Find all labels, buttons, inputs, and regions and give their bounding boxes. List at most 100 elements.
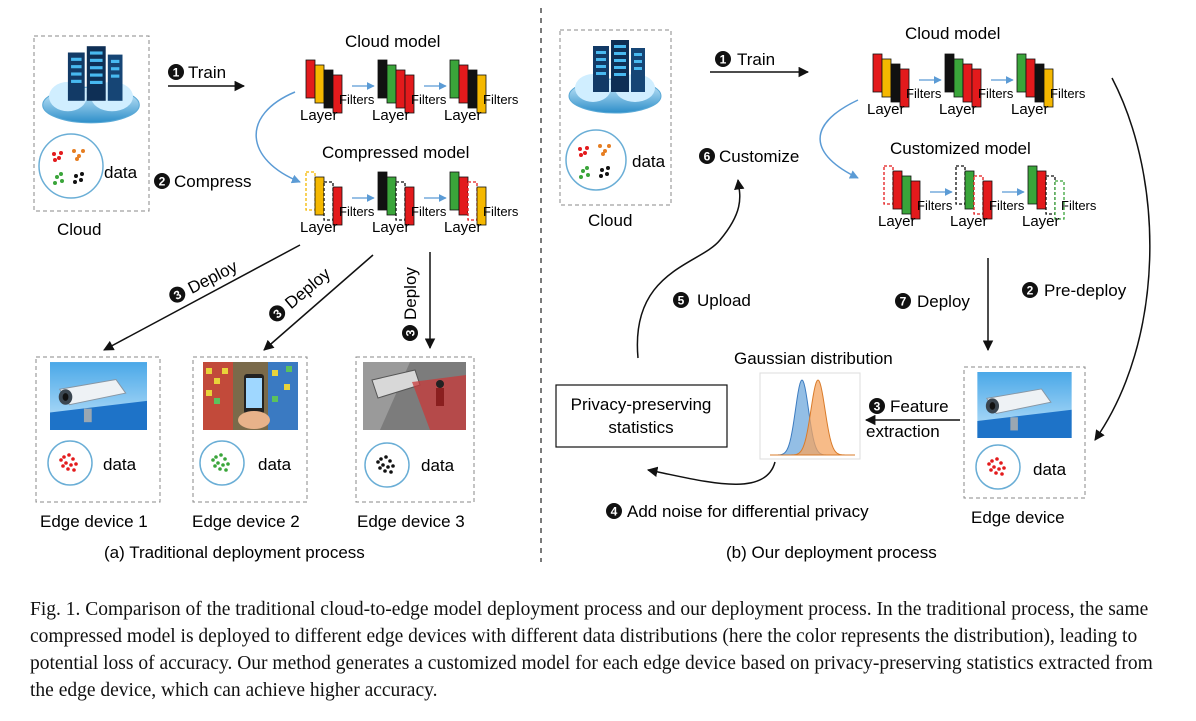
svg-text:6: 6 [704, 150, 711, 164]
step-3-badge-b [869, 398, 885, 414]
filter-card [1016, 53, 1027, 93]
layer-label: Layer [1011, 101, 1049, 118]
cloud-data-dots [52, 149, 85, 185]
compress-label: Compress [174, 172, 251, 191]
svg-text:Deploy: Deploy [281, 264, 334, 313]
step-2-badge-b [1022, 282, 1038, 298]
filters-label: Filters [978, 86, 1014, 101]
deploy-label-b: Deploy [917, 292, 970, 311]
svg-text:2: 2 [159, 175, 166, 189]
feature-label: Feature [890, 397, 949, 416]
step-4-badge [606, 503, 622, 519]
edge-device-1-label: Edge device 1 [40, 512, 148, 531]
filter-card [1027, 165, 1038, 205]
cloud-server-icon [42, 45, 140, 124]
add-noise-arrow [646, 461, 776, 485]
deploy-label-2: 3 Deploy [269, 264, 334, 322]
filter-card [332, 186, 343, 226]
panel-b: data Cloud 1 Train 6 Customize Cloud mod… [555, 24, 1151, 562]
filter-card [314, 176, 325, 216]
filters-label: Filters [339, 92, 375, 107]
filter-card [467, 69, 478, 109]
filter-card [1034, 63, 1045, 103]
pre-deploy-arrow [1094, 77, 1151, 441]
privacy-line-1: Privacy-preserving [571, 395, 712, 414]
cloud-model-title: Cloud model [345, 32, 440, 51]
gaussian-title: Gaussian distribution [734, 349, 893, 368]
cloud-b-data-dots [578, 144, 611, 179]
privacy-line-2: statistics [608, 418, 673, 437]
cloud-b-data-circle [565, 129, 627, 191]
layer-label: Layer [878, 213, 916, 230]
layer-label: Layer [867, 101, 905, 118]
svg-text:7: 7 [900, 295, 907, 309]
filter-card [1043, 68, 1054, 108]
svg-text:Deploy: Deploy [401, 267, 420, 320]
panel-a: data Cloud 1 Train Cloud model LayerFilt… [33, 32, 519, 562]
svg-text:data: data [1033, 460, 1067, 479]
subcaption-b: (b) Our deployment process [726, 543, 937, 562]
surveillance-image [363, 362, 466, 430]
filter-card [962, 63, 973, 103]
step-6-badge [699, 148, 715, 164]
layer-label: Layer [444, 219, 482, 236]
edge1-data-dots [59, 453, 78, 472]
security-camera-image-b [976, 372, 1073, 438]
step-1-badge-b [715, 51, 731, 67]
edge-device-3-box [355, 356, 475, 503]
edge-device-1-box [35, 356, 161, 503]
filter-card [305, 171, 316, 211]
filters-label: Filters [1050, 86, 1086, 101]
deploy-arrow-1 [103, 244, 301, 351]
filter-card [404, 186, 415, 226]
filter-card [476, 186, 487, 226]
cloud-model-title-b: Cloud model [905, 24, 1000, 43]
filter-card [910, 180, 921, 220]
filter-card [1025, 58, 1036, 98]
filters-label: Filters [989, 198, 1025, 213]
filter-card [386, 64, 397, 104]
step-1-badge [168, 64, 184, 80]
filter-card [476, 74, 487, 114]
edge-device-3-label: Edge device 3 [357, 512, 465, 531]
filter-card [458, 64, 469, 104]
filter-card [395, 69, 406, 109]
extraction-label: extraction [866, 422, 940, 441]
filter-card [467, 181, 478, 221]
cloud-server-icon [568, 39, 662, 114]
filters-label: Filters [483, 92, 519, 107]
filter-card [973, 175, 984, 215]
filter-card [1036, 170, 1047, 210]
layer-label: Layer [939, 101, 977, 118]
svg-text:data: data [421, 456, 455, 475]
svg-text:1: 1 [720, 53, 727, 67]
svg-text:3: 3 [874, 400, 881, 414]
upload-arrow [636, 178, 745, 359]
privacy-statistics-box [555, 384, 728, 448]
edge-device-2-box [192, 356, 308, 503]
filter-card [901, 175, 912, 215]
svg-text:5: 5 [678, 294, 685, 308]
layer-label: Layer [372, 107, 410, 124]
filter-card [1045, 175, 1056, 215]
pre-deploy-label: Pre-deploy [1044, 281, 1127, 300]
edge-device-2-label: Edge device 2 [192, 512, 300, 531]
cloud-box [33, 35, 150, 212]
layer-label: Layer [444, 107, 482, 124]
step-7-badge [895, 293, 911, 309]
layer-label: Layer [372, 219, 410, 236]
filter-card [872, 53, 883, 93]
filters-label: Filters [339, 204, 375, 219]
layer-label: Layer [300, 219, 338, 236]
edge-device-label-b: Edge device [971, 508, 1065, 527]
filter-card [890, 63, 901, 103]
subcaption-a: (a) Traditional deployment process [104, 543, 365, 562]
figure-caption: Fig. 1. Comparison of the traditional cl… [30, 599, 1153, 701]
filter-card [944, 53, 955, 93]
filter-card [892, 170, 903, 210]
customize-curve-arrow [819, 99, 859, 179]
